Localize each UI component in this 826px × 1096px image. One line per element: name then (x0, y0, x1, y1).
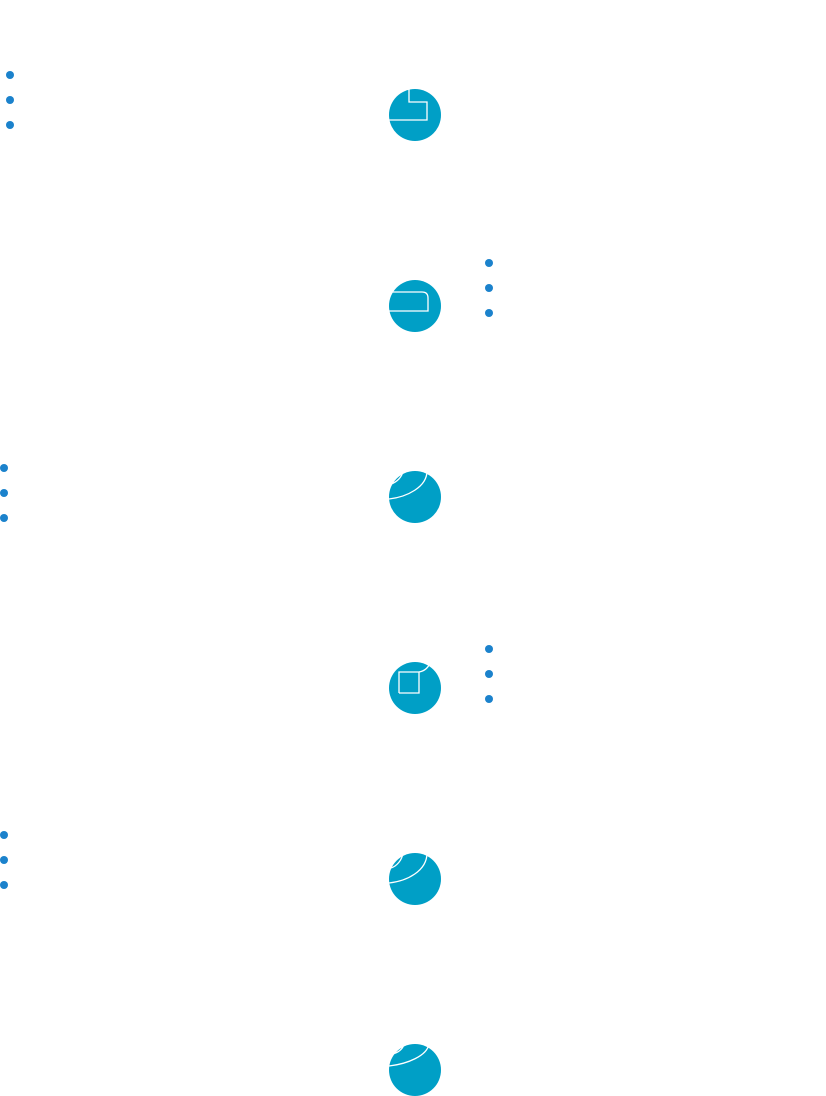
bullet-dot-icon (0, 463, 8, 472)
list-item (6, 112, 24, 137)
step-3-bullets (0, 455, 18, 530)
bullet-dot-icon (485, 694, 493, 703)
bullet-dot-icon (6, 70, 14, 79)
bullet-dot-icon (485, 669, 493, 678)
list-item (6, 62, 24, 87)
step-2-bullets (485, 250, 503, 325)
step-node-3 (389, 471, 441, 523)
bullet-dot-icon (0, 855, 8, 864)
arc-curve-icon (389, 1044, 441, 1096)
step-node-2 (389, 280, 441, 332)
list-item (0, 480, 18, 505)
step-node-4 (389, 662, 441, 714)
list-item (485, 250, 503, 275)
step-node-5 (389, 853, 441, 905)
step-node-6 (389, 1044, 441, 1096)
bullet-dot-icon (0, 830, 8, 839)
list-item (0, 847, 18, 872)
list-item (485, 275, 503, 300)
list-item (0, 455, 18, 480)
step-1-bullets (6, 62, 24, 137)
step-4-bullets (485, 636, 503, 711)
list-item (0, 822, 18, 847)
bullet-dot-icon (0, 880, 8, 889)
list-item (6, 87, 24, 112)
square-notch-icon (389, 89, 441, 141)
step-5-bullets (0, 822, 18, 897)
bullet-dot-icon (485, 644, 493, 653)
bullet-dot-icon (6, 95, 14, 104)
rounded-rect-icon (389, 280, 441, 332)
bullet-dot-icon (485, 258, 493, 267)
list-item (485, 661, 503, 686)
open-square-icon (389, 662, 441, 714)
bullet-dot-icon (0, 513, 8, 522)
list-item (485, 300, 503, 325)
list-item (0, 505, 18, 530)
bullet-dot-icon (485, 308, 493, 317)
list-item (485, 636, 503, 661)
arc-curve-icon (389, 471, 441, 523)
list-item (0, 872, 18, 897)
arc-curve-icon (389, 853, 441, 905)
step-node-1 (389, 89, 441, 141)
bullet-dot-icon (485, 283, 493, 292)
bullet-dot-icon (0, 488, 8, 497)
list-item (485, 686, 503, 711)
bullet-dot-icon (6, 120, 14, 129)
